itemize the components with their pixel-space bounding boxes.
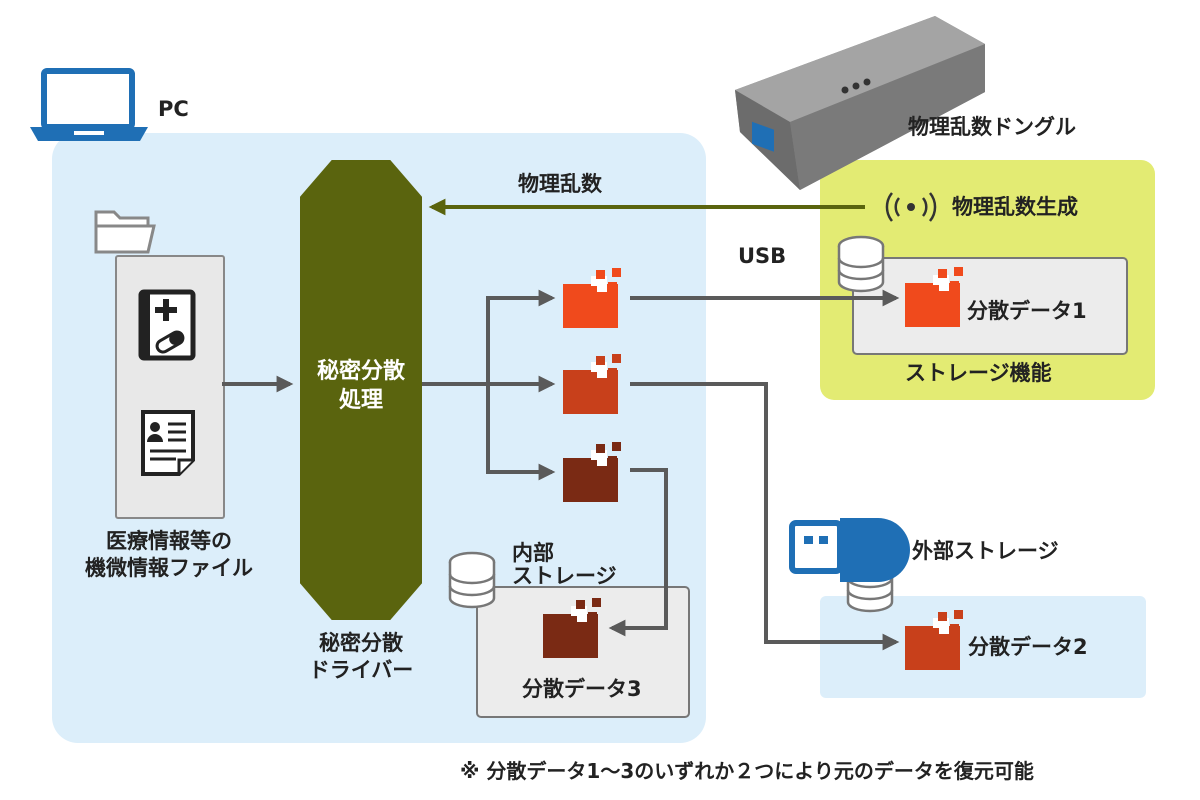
driver-caption-line1: 秘密分散 (319, 631, 403, 655)
internal-storage-label-line1: 内部 (512, 541, 554, 565)
external-storage-label: 外部ストレージ (912, 539, 1059, 563)
internal-storage-label: 内部 ストレージ (512, 540, 617, 591)
data-share-icon-1-stored (905, 267, 963, 327)
usb-dongle-device (735, 16, 985, 190)
rng-label: 物理乱数生成 (952, 195, 1078, 219)
driver-label: 秘密分散 処理 (300, 358, 422, 415)
internal-storage-label-line2: ストレージ (512, 564, 617, 589)
pc-label: PC (158, 97, 189, 121)
data-share-icon-3-stored (543, 598, 601, 658)
external-storage-panel (820, 596, 1146, 698)
share2-label: 分散データ2 (968, 635, 1088, 659)
data-share-icon-2 (563, 354, 621, 414)
data-share-icon-1 (563, 268, 621, 328)
usb-drive-icon (789, 518, 910, 582)
arrow-share3-to-internal (608, 468, 668, 637)
data-share-icon-3 (563, 442, 621, 502)
dongle-storage-box (852, 257, 1128, 355)
folder-icon (94, 210, 156, 254)
rng-arrow-label: 物理乱数 (518, 172, 602, 196)
database-icon (448, 551, 496, 609)
dongle-title: 物理乱数ドングル (908, 115, 1076, 139)
footnote: ※ 分散データ1～3のいずれか２つにより元のデータを復元可能 (460, 759, 1034, 783)
radio-wave-icon (885, 192, 937, 222)
file-caption-line2: 機微情報ファイル (85, 556, 253, 581)
driver-label-line1: 秘密分散 (316, 359, 405, 384)
file-caption: 医療情報等の 機微情報ファイル (76, 528, 262, 583)
driver-caption: 秘密分散 ドライバー (291, 630, 431, 685)
file-caption-line1: 医療情報等の (106, 529, 232, 553)
storage-function-label: ストレージ機能 (905, 361, 1052, 385)
driver-caption-line2: ドライバー (308, 658, 414, 683)
arrow-share2-to-external (630, 382, 900, 651)
data-share-icon-2-stored (905, 610, 963, 670)
share1-label: 分散データ1 (967, 299, 1087, 323)
database-icon (837, 235, 885, 293)
secret-sharing-driver (300, 160, 422, 620)
medical-record-icon (138, 289, 196, 361)
laptop-icon (30, 68, 148, 141)
document-icon (141, 410, 195, 476)
driver-label-line2: 処理 (338, 387, 383, 413)
usb-label: USB (738, 244, 787, 268)
share3-label: 分散データ3 (522, 677, 642, 701)
